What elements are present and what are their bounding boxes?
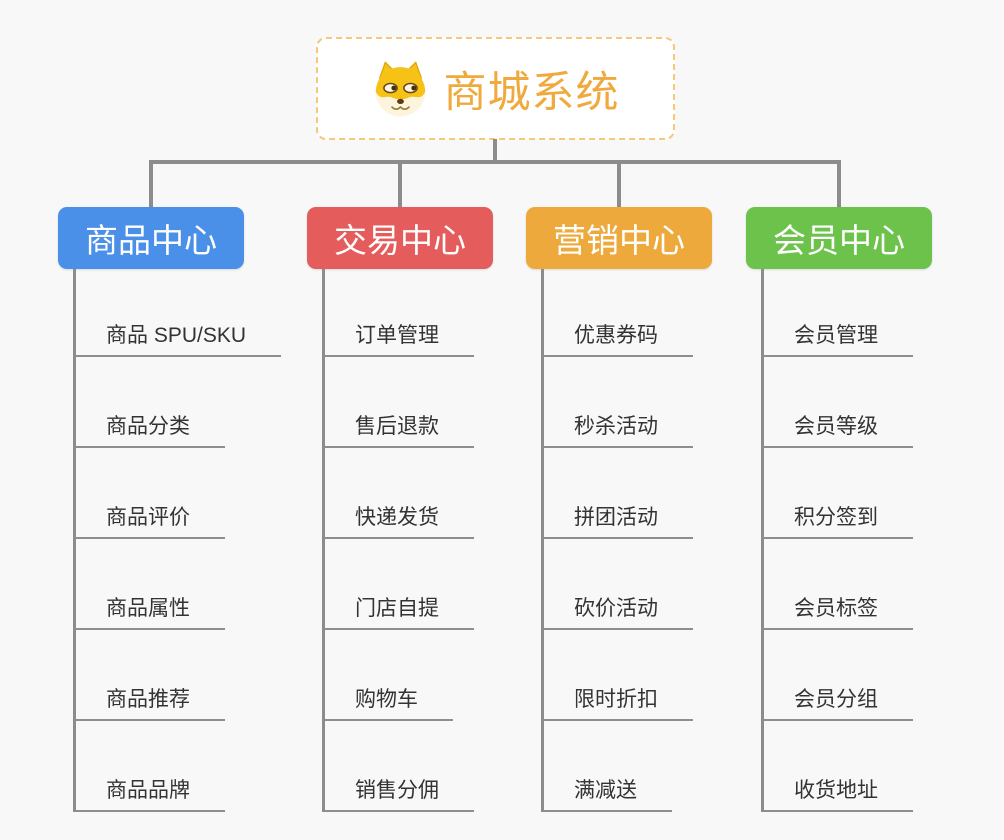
branch-node[interactable]: 营销中心 bbox=[526, 207, 712, 269]
child-node[interactable]: 秒杀活动 bbox=[544, 415, 693, 448]
child-node[interactable]: 购物车 bbox=[325, 688, 453, 721]
child-node[interactable]: 售后退款 bbox=[325, 415, 474, 448]
child-node[interactable]: 拼团活动 bbox=[544, 506, 693, 539]
branch-label: 商品中心 bbox=[85, 222, 217, 259]
root-stem-connector bbox=[493, 139, 497, 162]
branch-label: 交易中心 bbox=[334, 222, 466, 259]
branch-children-spine: 会员管理会员等级积分签到会员标签会员分组收货地址 bbox=[761, 269, 913, 812]
branch-drop-connector bbox=[149, 160, 153, 208]
child-node[interactable]: 会员等级 bbox=[764, 415, 913, 448]
branch-label: 营销中心 bbox=[553, 222, 685, 259]
child-node[interactable]: 订单管理 bbox=[325, 324, 474, 357]
child-node[interactable]: 砍价活动 bbox=[544, 597, 693, 630]
child-node[interactable]: 商品属性 bbox=[76, 597, 225, 630]
child-node[interactable]: 满减送 bbox=[544, 779, 672, 812]
branch-label: 会员中心 bbox=[773, 222, 905, 259]
root-node[interactable]: 商城系统 bbox=[316, 37, 675, 140]
child-node[interactable]: 商品推荐 bbox=[76, 688, 225, 721]
child-node[interactable]: 会员管理 bbox=[764, 324, 913, 357]
child-node[interactable]: 商品 SPU/SKU bbox=[76, 324, 282, 357]
child-node[interactable]: 会员分组 bbox=[764, 688, 913, 721]
child-node[interactable]: 限时折扣 bbox=[544, 688, 693, 721]
child-node[interactable]: 商品分类 bbox=[76, 415, 225, 448]
child-node[interactable]: 会员标签 bbox=[764, 597, 913, 630]
child-node[interactable]: 优惠券码 bbox=[544, 324, 693, 357]
branch-children-spine: 商品 SPU/SKU 商品分类商品评价商品属性商品推荐商品品牌 bbox=[73, 269, 282, 812]
child-node[interactable]: 商品评价 bbox=[76, 506, 225, 539]
branch-children-spine: 优惠券码秒杀活动拼团活动砍价活动限时折扣满减送 bbox=[541, 269, 693, 812]
child-node[interactable]: 销售分佣 bbox=[325, 779, 474, 812]
child-node[interactable]: 积分签到 bbox=[764, 506, 913, 539]
child-node[interactable]: 商品品牌 bbox=[76, 779, 225, 812]
horizontal-bus-connector bbox=[149, 160, 841, 164]
branch-drop-connector bbox=[617, 160, 621, 208]
root-title: 商城系统 bbox=[443, 68, 620, 117]
branch-drop-connector bbox=[398, 160, 402, 208]
branch-node[interactable]: 商品中心 bbox=[58, 207, 244, 269]
branch-children-spine: 订单管理售后退款快递发货门店自提购物车销售分佣 bbox=[322, 269, 474, 812]
child-node[interactable]: 门店自提 bbox=[325, 597, 474, 630]
branch-node[interactable]: 会员中心 bbox=[746, 207, 932, 269]
branch-drop-connector bbox=[837, 160, 841, 208]
child-node[interactable]: 收货地址 bbox=[764, 779, 913, 812]
child-node[interactable]: 快递发货 bbox=[325, 506, 474, 539]
branch-node[interactable]: 交易中心 bbox=[307, 207, 493, 269]
shiba-dog-face-icon bbox=[375, 61, 425, 117]
